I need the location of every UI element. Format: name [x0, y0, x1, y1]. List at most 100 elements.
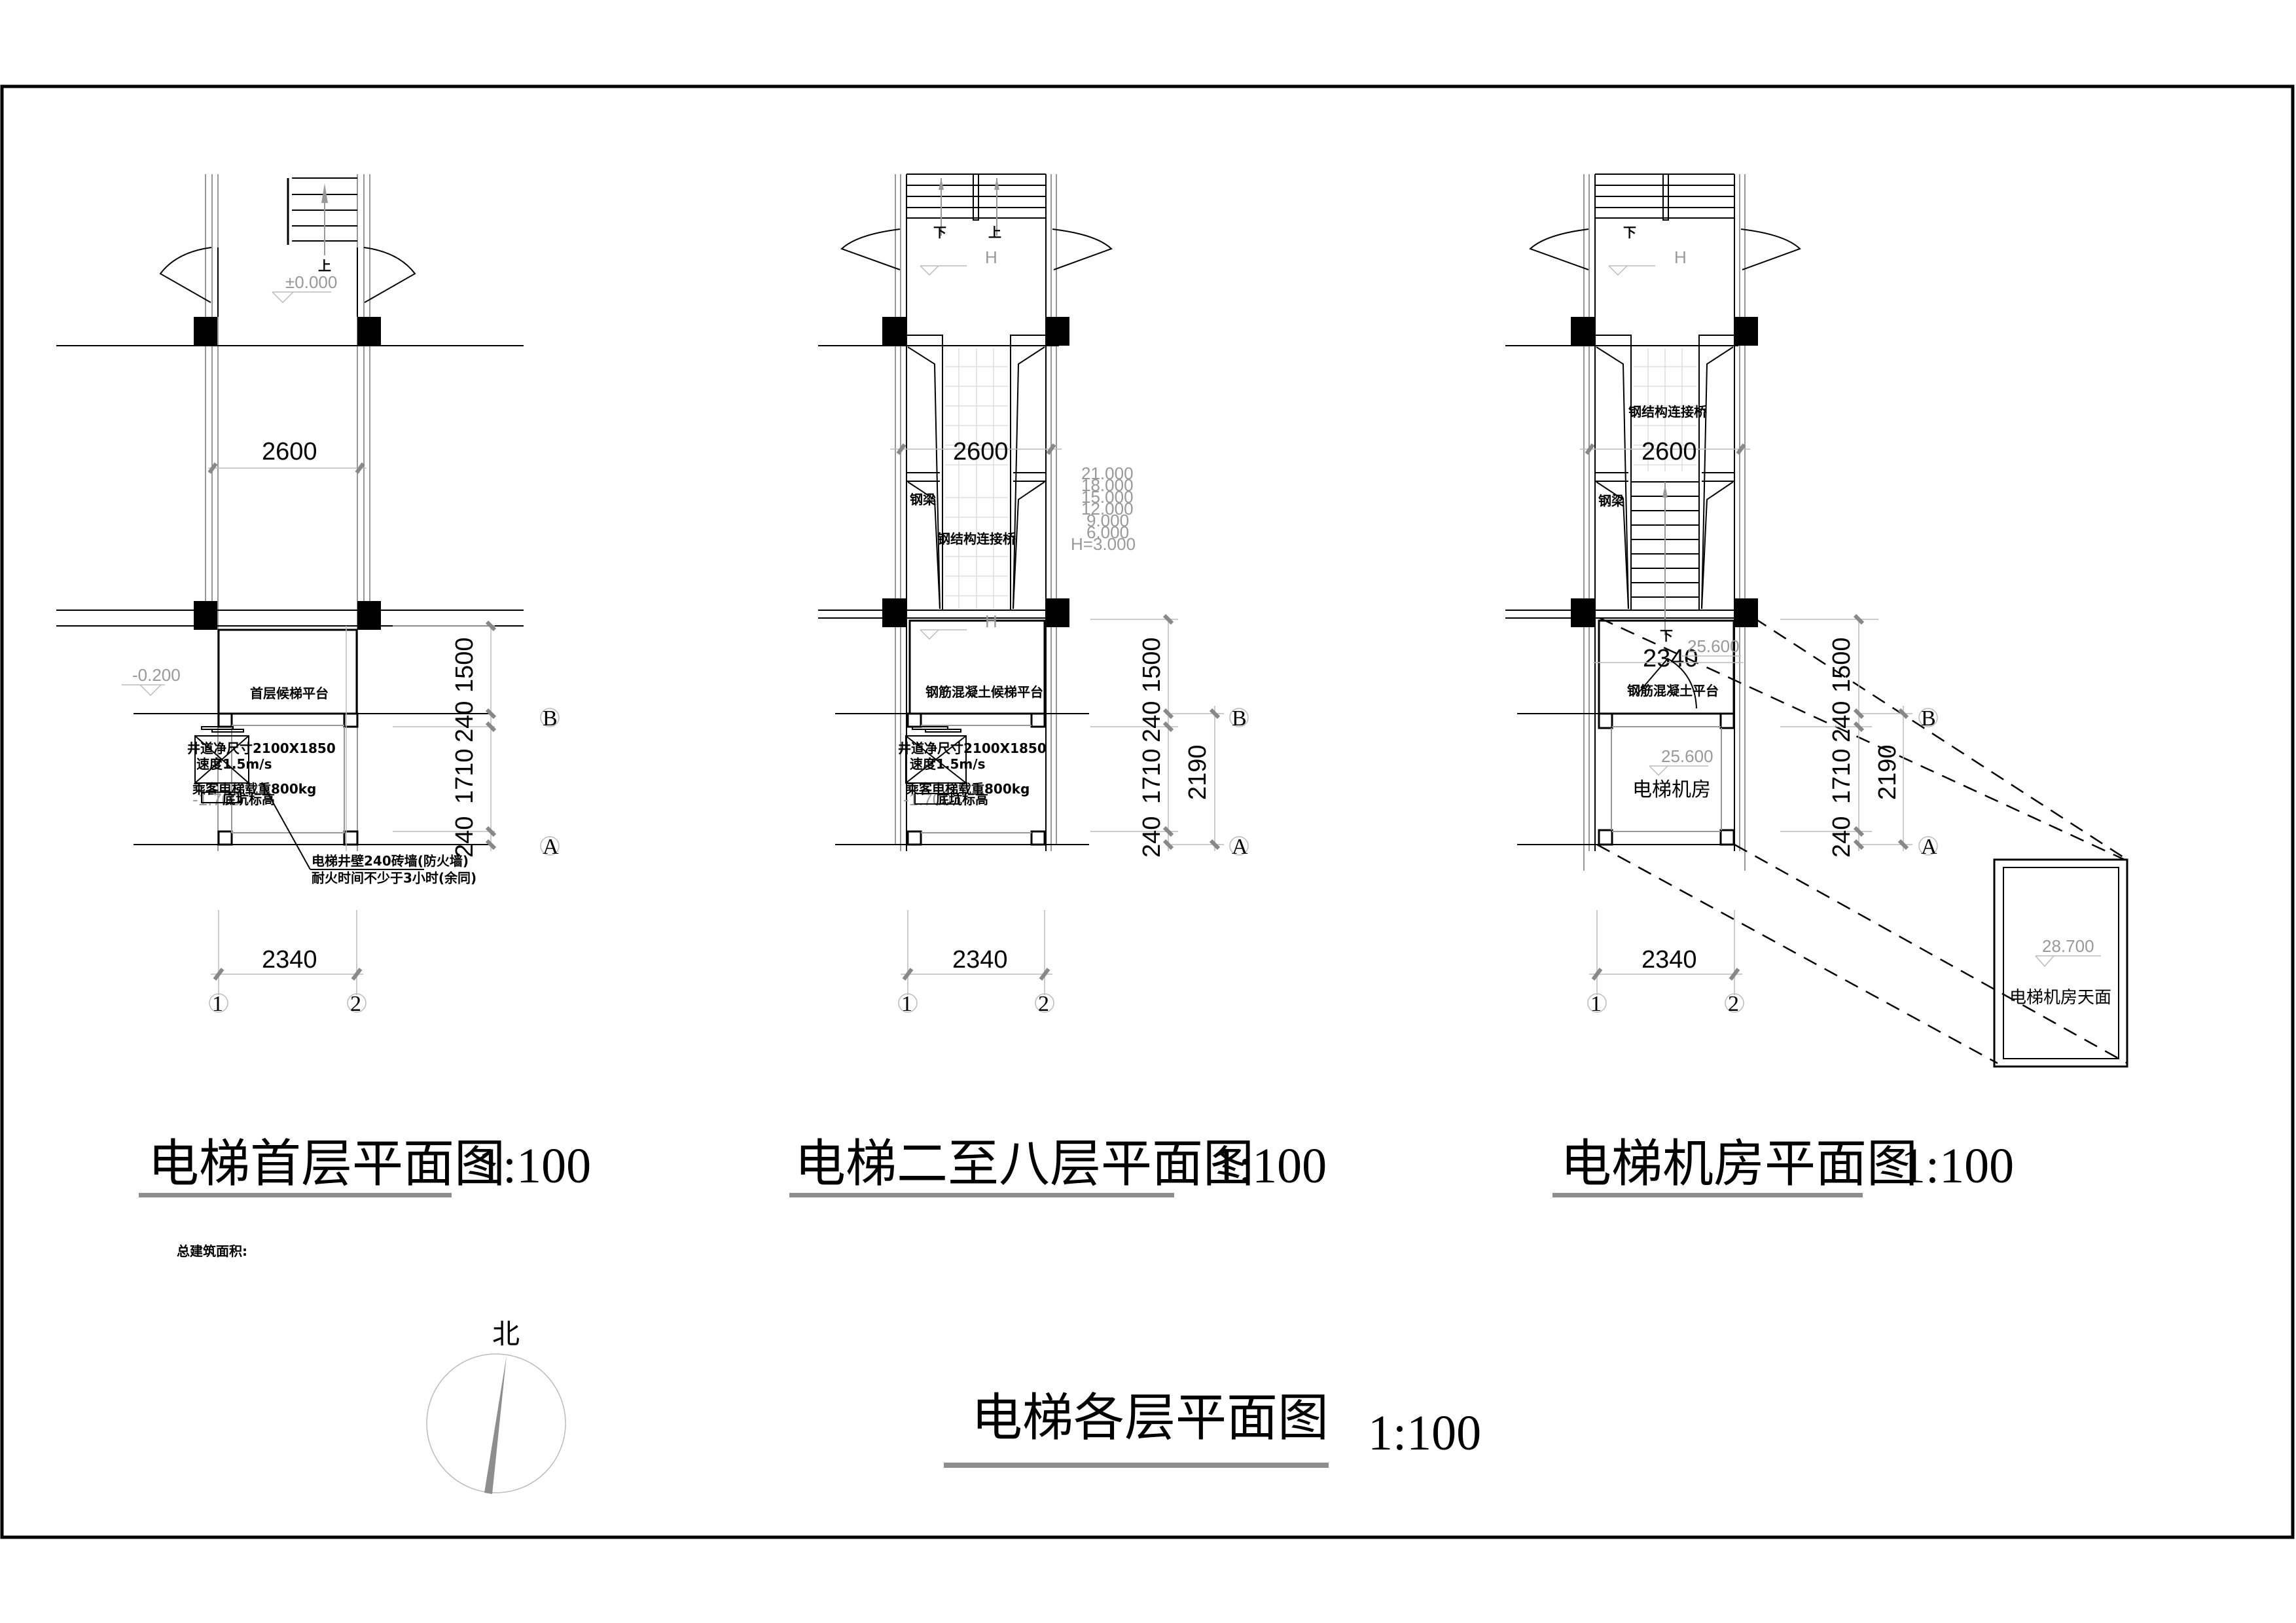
machine-room-roof: 28.700 电梯机房天面: [1993, 858, 2128, 1068]
platform-label: 首层候梯平台: [250, 685, 329, 701]
column: [1046, 598, 1069, 627]
svg-text:1500: 1500: [1138, 637, 1166, 693]
svg-text:2340: 2340: [262, 946, 317, 974]
door-left: [840, 228, 901, 270]
svg-text:H: H: [1674, 247, 1687, 267]
elevation-marker-top: ±0.000: [272, 272, 337, 304]
platform-label: 钢筋混凝土平台: [1627, 683, 1719, 699]
svg-text:B: B: [1232, 706, 1247, 731]
dimension-2600: 2600: [207, 438, 367, 474]
north-label: 北: [492, 1318, 520, 1350]
title-underline: [139, 1193, 452, 1197]
dimension-2600: 2600: [890, 438, 1062, 465]
steel-bridge: 钢梁 钢结构连接桥: [1595, 335, 1734, 635]
grid-bubble-col: 1 2: [898, 992, 1054, 1016]
main-scale: 1:100: [1368, 1406, 1481, 1461]
vertical-dimensions: 1500 240 1710 240 2190: [1090, 613, 1224, 858]
svg-text:钢结构连接桥: 钢结构连接桥: [1628, 404, 1708, 420]
door-right: [1052, 228, 1113, 270]
grid-bubble-col: 1 2: [1587, 992, 1744, 1016]
door-left: [159, 247, 219, 317]
grid-bubble-row: B A: [540, 706, 560, 859]
svg-text:1: 1: [901, 992, 912, 1016]
svg-text:H: H: [985, 611, 997, 631]
grid-bubble-col: 1 2: [209, 992, 367, 1016]
svg-text:240: 240: [1138, 701, 1166, 742]
column: [882, 598, 906, 627]
elevator-shaft: 井道净尺寸2100X1850 速度1.5m/s 乘客电梯载重800kg -1.7…: [134, 712, 492, 846]
stair: 下: [1595, 173, 1734, 240]
svg-text:H: H: [985, 247, 997, 267]
svg-text:2: 2: [1728, 992, 1739, 1016]
projection-lines: [1596, 617, 2128, 1065]
svg-text:240: 240: [1828, 701, 1856, 742]
svg-text:2190: 2190: [1184, 744, 1211, 800]
svg-text:1: 1: [1590, 992, 1602, 1016]
column: [1571, 598, 1594, 627]
door-right: [1740, 228, 1801, 270]
column: [1734, 317, 1758, 346]
svg-text:1710: 1710: [1138, 748, 1166, 804]
plan-machine-room: 下 H: [1505, 173, 2128, 1197]
svg-text:H=3.000: H=3.000: [1071, 534, 1136, 554]
svg-text:2: 2: [350, 992, 361, 1016]
elevator-load: 乘客电梯载重800kg: [192, 781, 316, 797]
area-label: 总建筑面积:: [177, 1243, 247, 1259]
svg-text:±0.000: ±0.000: [285, 272, 337, 292]
floor-elevations: 21.000 18.000 15.000 12.000 9.000 6.000 …: [1071, 464, 1136, 554]
svg-text:A: A: [1232, 835, 1248, 859]
column: [357, 317, 381, 346]
svg-text:240: 240: [1828, 816, 1856, 858]
svg-text:速度1.5m/s: 速度1.5m/s: [910, 756, 985, 772]
svg-text:240: 240: [1138, 816, 1166, 858]
svg-text:电梯井壁240砖墙(防火墙): 电梯井壁240砖墙(防火墙): [312, 853, 469, 869]
dimension-2600: 2600: [1580, 438, 1750, 465]
column: [1571, 317, 1594, 346]
dimension-2340: 2340: [1589, 910, 1742, 995]
title-underline: [789, 1193, 1174, 1197]
elevator-speed: 速度1.5m/s: [196, 756, 272, 772]
dimension-2340: 2340: [901, 910, 1052, 995]
svg-text:240: 240: [451, 701, 478, 742]
svg-text:18.000: 18.000: [1081, 475, 1134, 495]
svg-text:-0.200: -0.200: [132, 665, 181, 685]
column: [194, 317, 217, 346]
title-underline: [1552, 1193, 1863, 1197]
svg-text:A: A: [1921, 835, 1937, 859]
wall-note: 电梯井壁240砖墙(防火墙) 耐火时间不少于3小时(余同): [261, 782, 476, 886]
plan-title: 电梯首层平面图: [148, 1135, 505, 1194]
bridge-label: 钢结构连接桥: [937, 531, 1016, 547]
svg-text:2340: 2340: [952, 946, 1008, 974]
svg-text:1710: 1710: [1828, 748, 1856, 804]
grid-bubble-row: B A: [1918, 706, 1938, 859]
main-title-underline: [944, 1463, 1329, 1468]
plan-scale: 1:100: [1901, 1139, 2014, 1194]
roof-label: 电梯机房天面: [2009, 988, 2111, 1008]
svg-text:21.000: 21.000: [1081, 464, 1134, 483]
svg-text:A: A: [543, 835, 559, 859]
elevation-marker-top: H: [920, 247, 997, 276]
elevation-marker-platform: H: [920, 611, 997, 640]
elevation-marker-side: -0.200: [122, 665, 181, 697]
grid-bubble-row: B A: [1229, 706, 1249, 859]
svg-text:上: 上: [988, 225, 1001, 240]
shaft-size: 井道净尺寸2100X1850: [187, 740, 336, 756]
column: [1734, 598, 1758, 627]
svg-text:B: B: [1921, 706, 1936, 731]
machine-room: 25.600 电梯机房: [1517, 712, 1735, 846]
plan-title: 电梯机房平面图: [1560, 1135, 1918, 1194]
svg-text:耐火时间不少于3小时(余同): 耐火时间不少于3小时(余同): [312, 870, 476, 886]
north-arrow: 北: [426, 1318, 566, 1494]
svg-text:B: B: [543, 706, 558, 731]
svg-text:2600: 2600: [262, 438, 317, 465]
elevation-marker-top: H: [1608, 247, 1687, 276]
svg-text:2340: 2340: [1641, 946, 1697, 974]
svg-text:2600: 2600: [1641, 438, 1697, 465]
steel-bridge: 钢梁 钢结构连接桥: [906, 335, 1046, 611]
plan-scale: 1:100: [1213, 1139, 1327, 1194]
svg-text:下: 下: [933, 225, 946, 240]
vertical-dimensions: 1500 240 1710 240 2190: [1780, 613, 1912, 858]
dimension-2340: 2340: [211, 910, 363, 995]
svg-text:25.600: 25.600: [1661, 746, 1713, 766]
